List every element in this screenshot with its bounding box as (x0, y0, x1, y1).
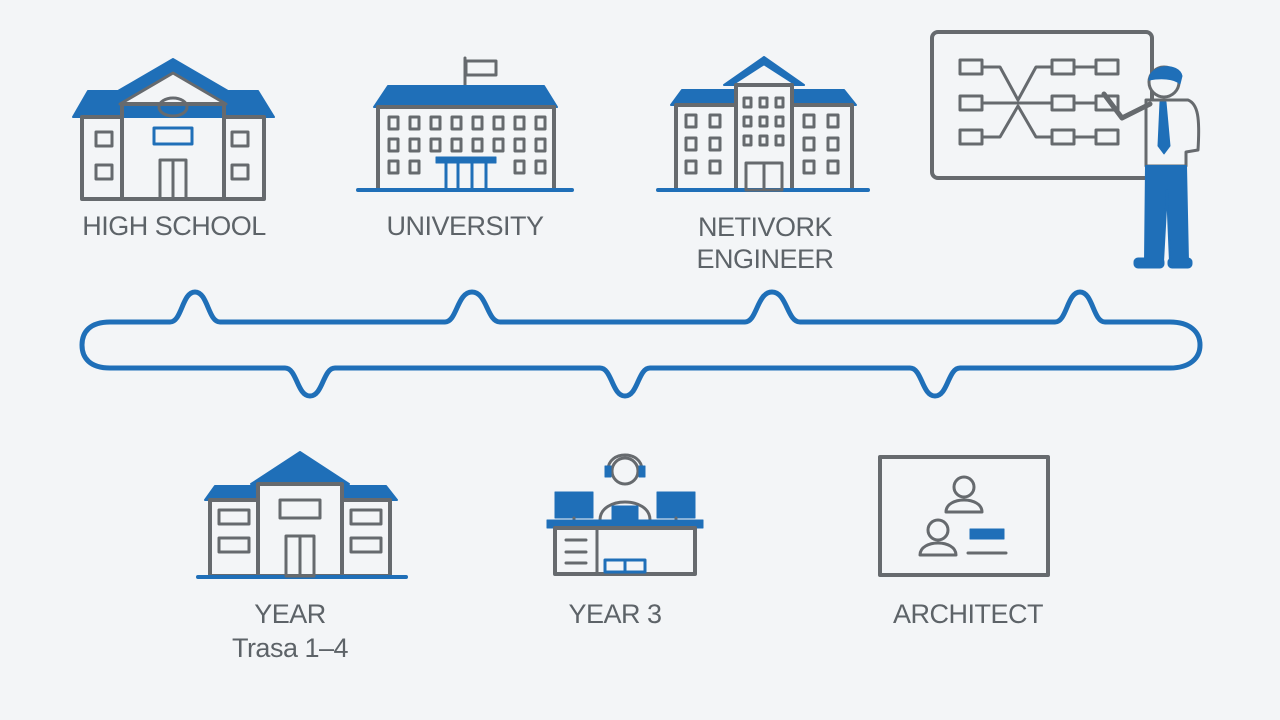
label-year-3: YEAR 3 (568, 599, 662, 629)
presenter-at-network-board-icon (930, 30, 1201, 269)
timeline-track (79, 289, 1203, 399)
label-network-engineer-line1: NETIVORK (697, 212, 833, 242)
office-building-icon (656, 56, 870, 192)
university-building-icon (356, 56, 574, 192)
label-high-school: HIGH SCHOOL (82, 211, 266, 241)
label-university: UNIVERSITY (386, 211, 544, 241)
video-meeting-screen-icon (878, 455, 1050, 577)
label-network-engineer: NETIVORK ENGINEER (665, 211, 865, 275)
label-year-line2: Trasa 1–4 (231, 633, 349, 663)
label-year-line1: YEAR (254, 599, 326, 629)
school-building-icon (196, 451, 408, 579)
label-architect: ARCHITECT (893, 599, 1044, 629)
high-school-building-icon (72, 58, 275, 201)
label-network-engineer-line2: ENGINEER (696, 244, 834, 274)
person-at-workstation-icon (546, 453, 704, 576)
label-year: YEAR Trasa 1–4 (200, 597, 380, 665)
